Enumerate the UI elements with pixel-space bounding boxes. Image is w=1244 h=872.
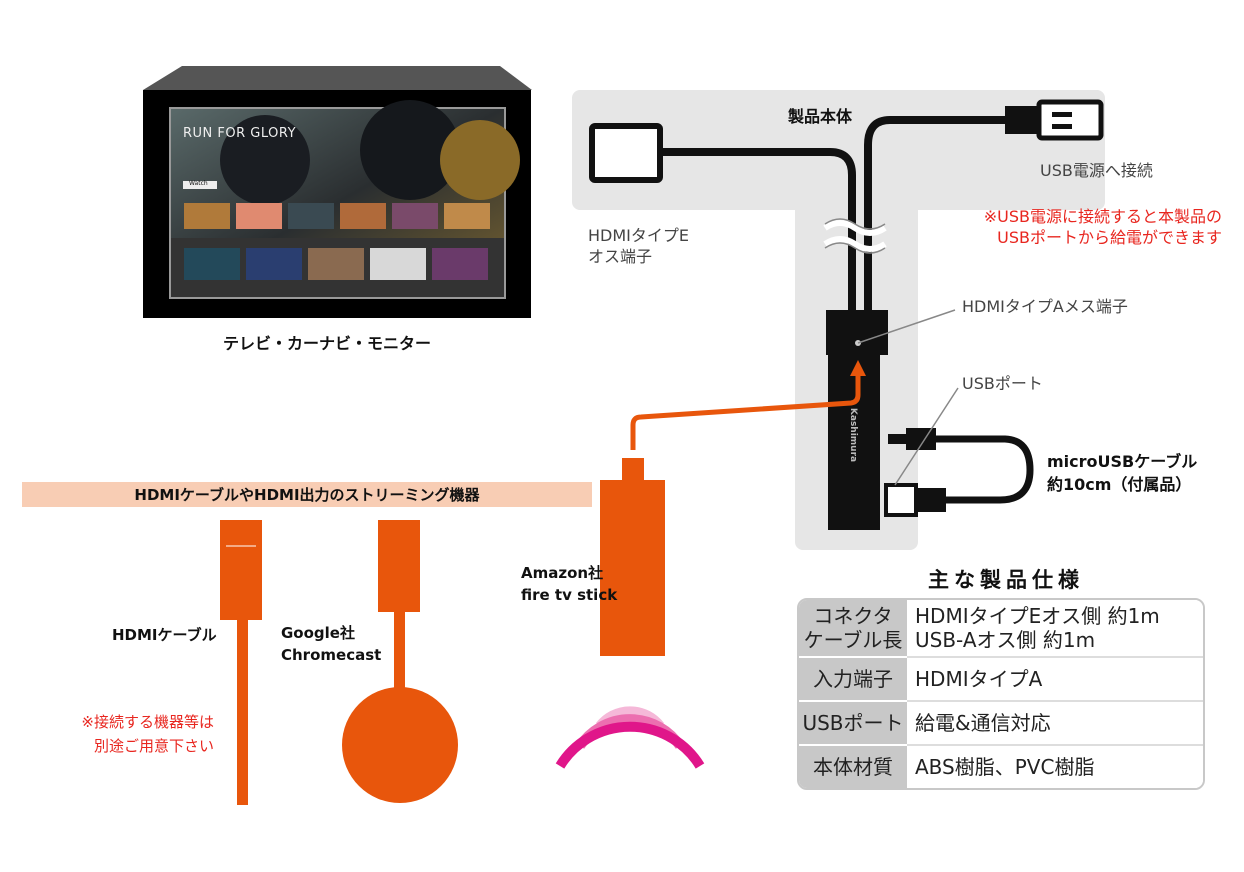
usb-a-connector-plug xyxy=(1036,99,1104,141)
usb-power-cable xyxy=(864,116,1005,320)
chromecast-disc xyxy=(342,687,458,803)
tv-watch-button xyxy=(183,181,217,189)
chromecast-connector xyxy=(378,520,420,612)
connection-arrow xyxy=(630,372,861,450)
thumbnails-row1 xyxy=(184,203,490,229)
helmet-left xyxy=(220,115,310,205)
spec-key: コネクタケーブル長 xyxy=(799,600,907,658)
hdmi-a-label: HDMIタイプAメス端子 xyxy=(962,297,1128,316)
spec-value: ABS樹脂、PVC樹脂 xyxy=(907,746,1203,788)
helmet-right xyxy=(360,100,460,200)
spec-value: HDMIタイプA xyxy=(907,658,1203,702)
table-row: 入力端子 HDMIタイプA xyxy=(799,658,1203,702)
usb-note: ※USB電源に接続すると本製品の USBポートから給電ができます xyxy=(930,206,1222,248)
tv-watch-label: Watch xyxy=(189,180,208,187)
product-title: 製品本体 xyxy=(788,107,853,126)
firetv-body xyxy=(600,480,665,656)
firetv-label: Amazon社 fire tv stick xyxy=(521,562,617,606)
devices-banner-bg xyxy=(22,482,592,507)
spec-value-line: HDMIタイプEオス側 約1m xyxy=(915,604,1160,628)
firetv-label-line2: fire tv stick xyxy=(521,586,618,604)
micro-usb-label: microUSBケーブル 約10cm（付属品） xyxy=(1047,450,1197,496)
usb-port-plug xyxy=(884,483,918,517)
tv-label: テレビ・カーナビ・モニター xyxy=(223,334,432,353)
usb-a-connector-body xyxy=(1005,106,1039,134)
hdmi-e-label-line1: HDMIタイプE xyxy=(588,226,689,245)
spec-value: 給電&通信対応 xyxy=(907,702,1203,746)
specs-title: 主な製品仕様 xyxy=(928,568,1084,592)
devices-note: ※接続する機器等は 別途ご用意下さい xyxy=(20,710,214,758)
thumbnails-row2 xyxy=(184,248,488,280)
brand-on-body: Kashimura xyxy=(848,407,858,463)
micro-usb-connector xyxy=(888,434,906,444)
firetv-tip xyxy=(622,458,644,482)
chromecast-label-line1: Google社 xyxy=(281,624,355,642)
spec-key-line: ケーブル長 xyxy=(803,628,903,652)
hdmi-a-port xyxy=(826,310,888,355)
cable-break xyxy=(823,220,887,252)
usb-port-leader xyxy=(894,387,959,486)
usb-note-line2: USBポートから給電ができます xyxy=(997,228,1222,247)
hdmi-cable-connector xyxy=(220,520,262,620)
hdmi-cable-label: HDMIケーブル xyxy=(112,626,217,644)
tv-screen-title: RUN FOR GLORY xyxy=(183,126,297,141)
tv-top xyxy=(143,66,532,90)
usb-power-label: USB電源へ接続 xyxy=(1040,161,1153,180)
devices-note-line2: 別途ご用意下さい xyxy=(93,737,214,755)
usb-note-line1: ※USB電源に接続すると本製品の xyxy=(983,207,1222,226)
hdmi-e-label-line2: オス端子 xyxy=(588,247,653,266)
chromecast-label: Google社 Chromecast xyxy=(281,622,381,666)
devices-banner: HDMIケーブルやHDMI出力のストリーミング機器 xyxy=(134,486,480,504)
micro-usb-cable xyxy=(936,435,1034,504)
hdmi-a-leader xyxy=(857,309,956,344)
usb-port-label: USBポート xyxy=(962,374,1043,393)
chromecast-label-line2: Chromecast xyxy=(281,646,382,664)
chromecast-wire xyxy=(394,610,405,700)
hdmi-cable-wire xyxy=(237,618,248,805)
firetv-label-line1: Amazon社 xyxy=(521,564,604,582)
micro-usb-label-line2: 約10cm（付属品） xyxy=(1047,475,1192,494)
spec-value-line: USB-Aオス側 約1m xyxy=(915,628,1096,652)
hdmi-e-connector xyxy=(589,123,663,183)
arrow-head xyxy=(850,360,866,376)
spec-key-line: コネクタ xyxy=(813,604,893,628)
spec-key: USBポート xyxy=(799,702,907,746)
micro-usb-label-line1: microUSBケーブル xyxy=(1047,452,1198,471)
hdmi-e-label: HDMIタイプE オス端子 xyxy=(588,225,689,267)
spec-key: 本体材質 xyxy=(799,746,907,788)
spec-key: 入力端子 xyxy=(799,658,907,702)
devices-note-line1: ※接続する機器等は xyxy=(81,713,214,731)
hdmi-e-cable xyxy=(660,148,856,320)
table-row: USBポート 給電&通信対応 xyxy=(799,702,1203,746)
table-row: 本体材質 ABS樹脂、PVC樹脂 xyxy=(799,746,1203,788)
player-right xyxy=(440,120,520,200)
